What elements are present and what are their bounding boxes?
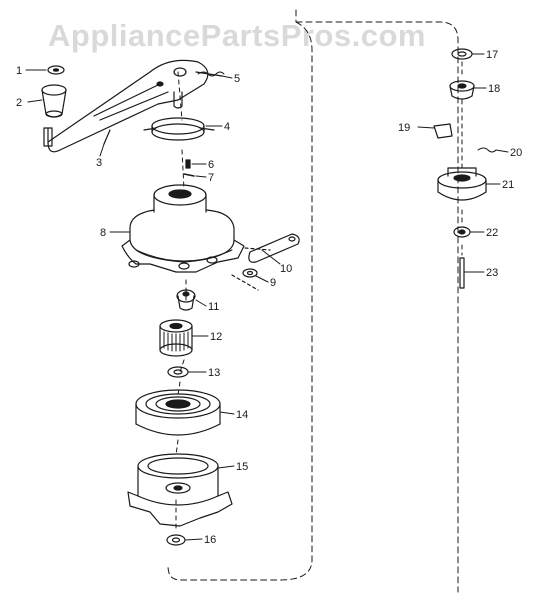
- part-14-gear: [135, 389, 221, 436]
- part-13-washer: [167, 366, 189, 378]
- leader-lines: [25, 53, 509, 541]
- callout-8: 8: [100, 227, 106, 239]
- callout-16: 16: [204, 534, 216, 546]
- part-15-base: [127, 453, 233, 527]
- callout-22: 22: [486, 227, 498, 239]
- callout-4: 4: [224, 121, 230, 133]
- watermark: AppliancePartsPros.com: [48, 18, 426, 53]
- callout-7: 7: [208, 172, 214, 184]
- callout-12: 12: [210, 331, 222, 343]
- part-19-clip: [433, 123, 453, 139]
- part-18-nut: [449, 80, 475, 100]
- callout-21: 21: [502, 179, 514, 191]
- part-3-lever-arm: [43, 59, 209, 153]
- callout-15: 15: [236, 461, 248, 473]
- callout-9: 9: [270, 277, 276, 289]
- callout-18: 18: [488, 83, 500, 95]
- callout-5: 5: [234, 73, 240, 85]
- part-20-spring: [477, 147, 497, 153]
- part-17-washer: [451, 48, 473, 60]
- assembly-boundary-line: [167, 9, 459, 593]
- part-12-pinion: [159, 319, 193, 357]
- callout-17: 17: [486, 49, 498, 61]
- callout-1: 1: [16, 65, 22, 77]
- callout-labels: 1 2 3 4 5 6 7 8 9 10 11 12 13 14 15 16 1…: [16, 49, 522, 546]
- callout-19: 19: [398, 122, 410, 134]
- callout-14: 14: [236, 409, 248, 421]
- part-8-housing: [121, 184, 245, 273]
- part-9-washer: [242, 268, 258, 278]
- link-line-9: [231, 274, 259, 291]
- part-4-clamp-band: [143, 117, 215, 141]
- callout-11: 11: [208, 301, 219, 313]
- callout-2: 2: [16, 97, 22, 109]
- callout-13: 13: [208, 367, 220, 379]
- part-1-washer: [47, 65, 65, 75]
- callout-3: 3: [96, 157, 102, 169]
- part-7-pin: [183, 173, 195, 177]
- part-10-bracket: [248, 233, 300, 263]
- callout-20: 20: [510, 147, 522, 159]
- callout-10: 10: [280, 263, 292, 275]
- part-11-cam: [176, 289, 196, 311]
- part-21-cup: [437, 167, 487, 201]
- part-5-spring: [173, 71, 225, 109]
- part-22-nut: [453, 226, 471, 238]
- callout-6: 6: [208, 159, 214, 171]
- part-6-screw: [185, 159, 191, 169]
- part-16-washer: [166, 534, 186, 546]
- callout-23: 23: [486, 267, 498, 279]
- part-2-knob: [41, 84, 67, 118]
- part-23-shaft: [459, 257, 465, 289]
